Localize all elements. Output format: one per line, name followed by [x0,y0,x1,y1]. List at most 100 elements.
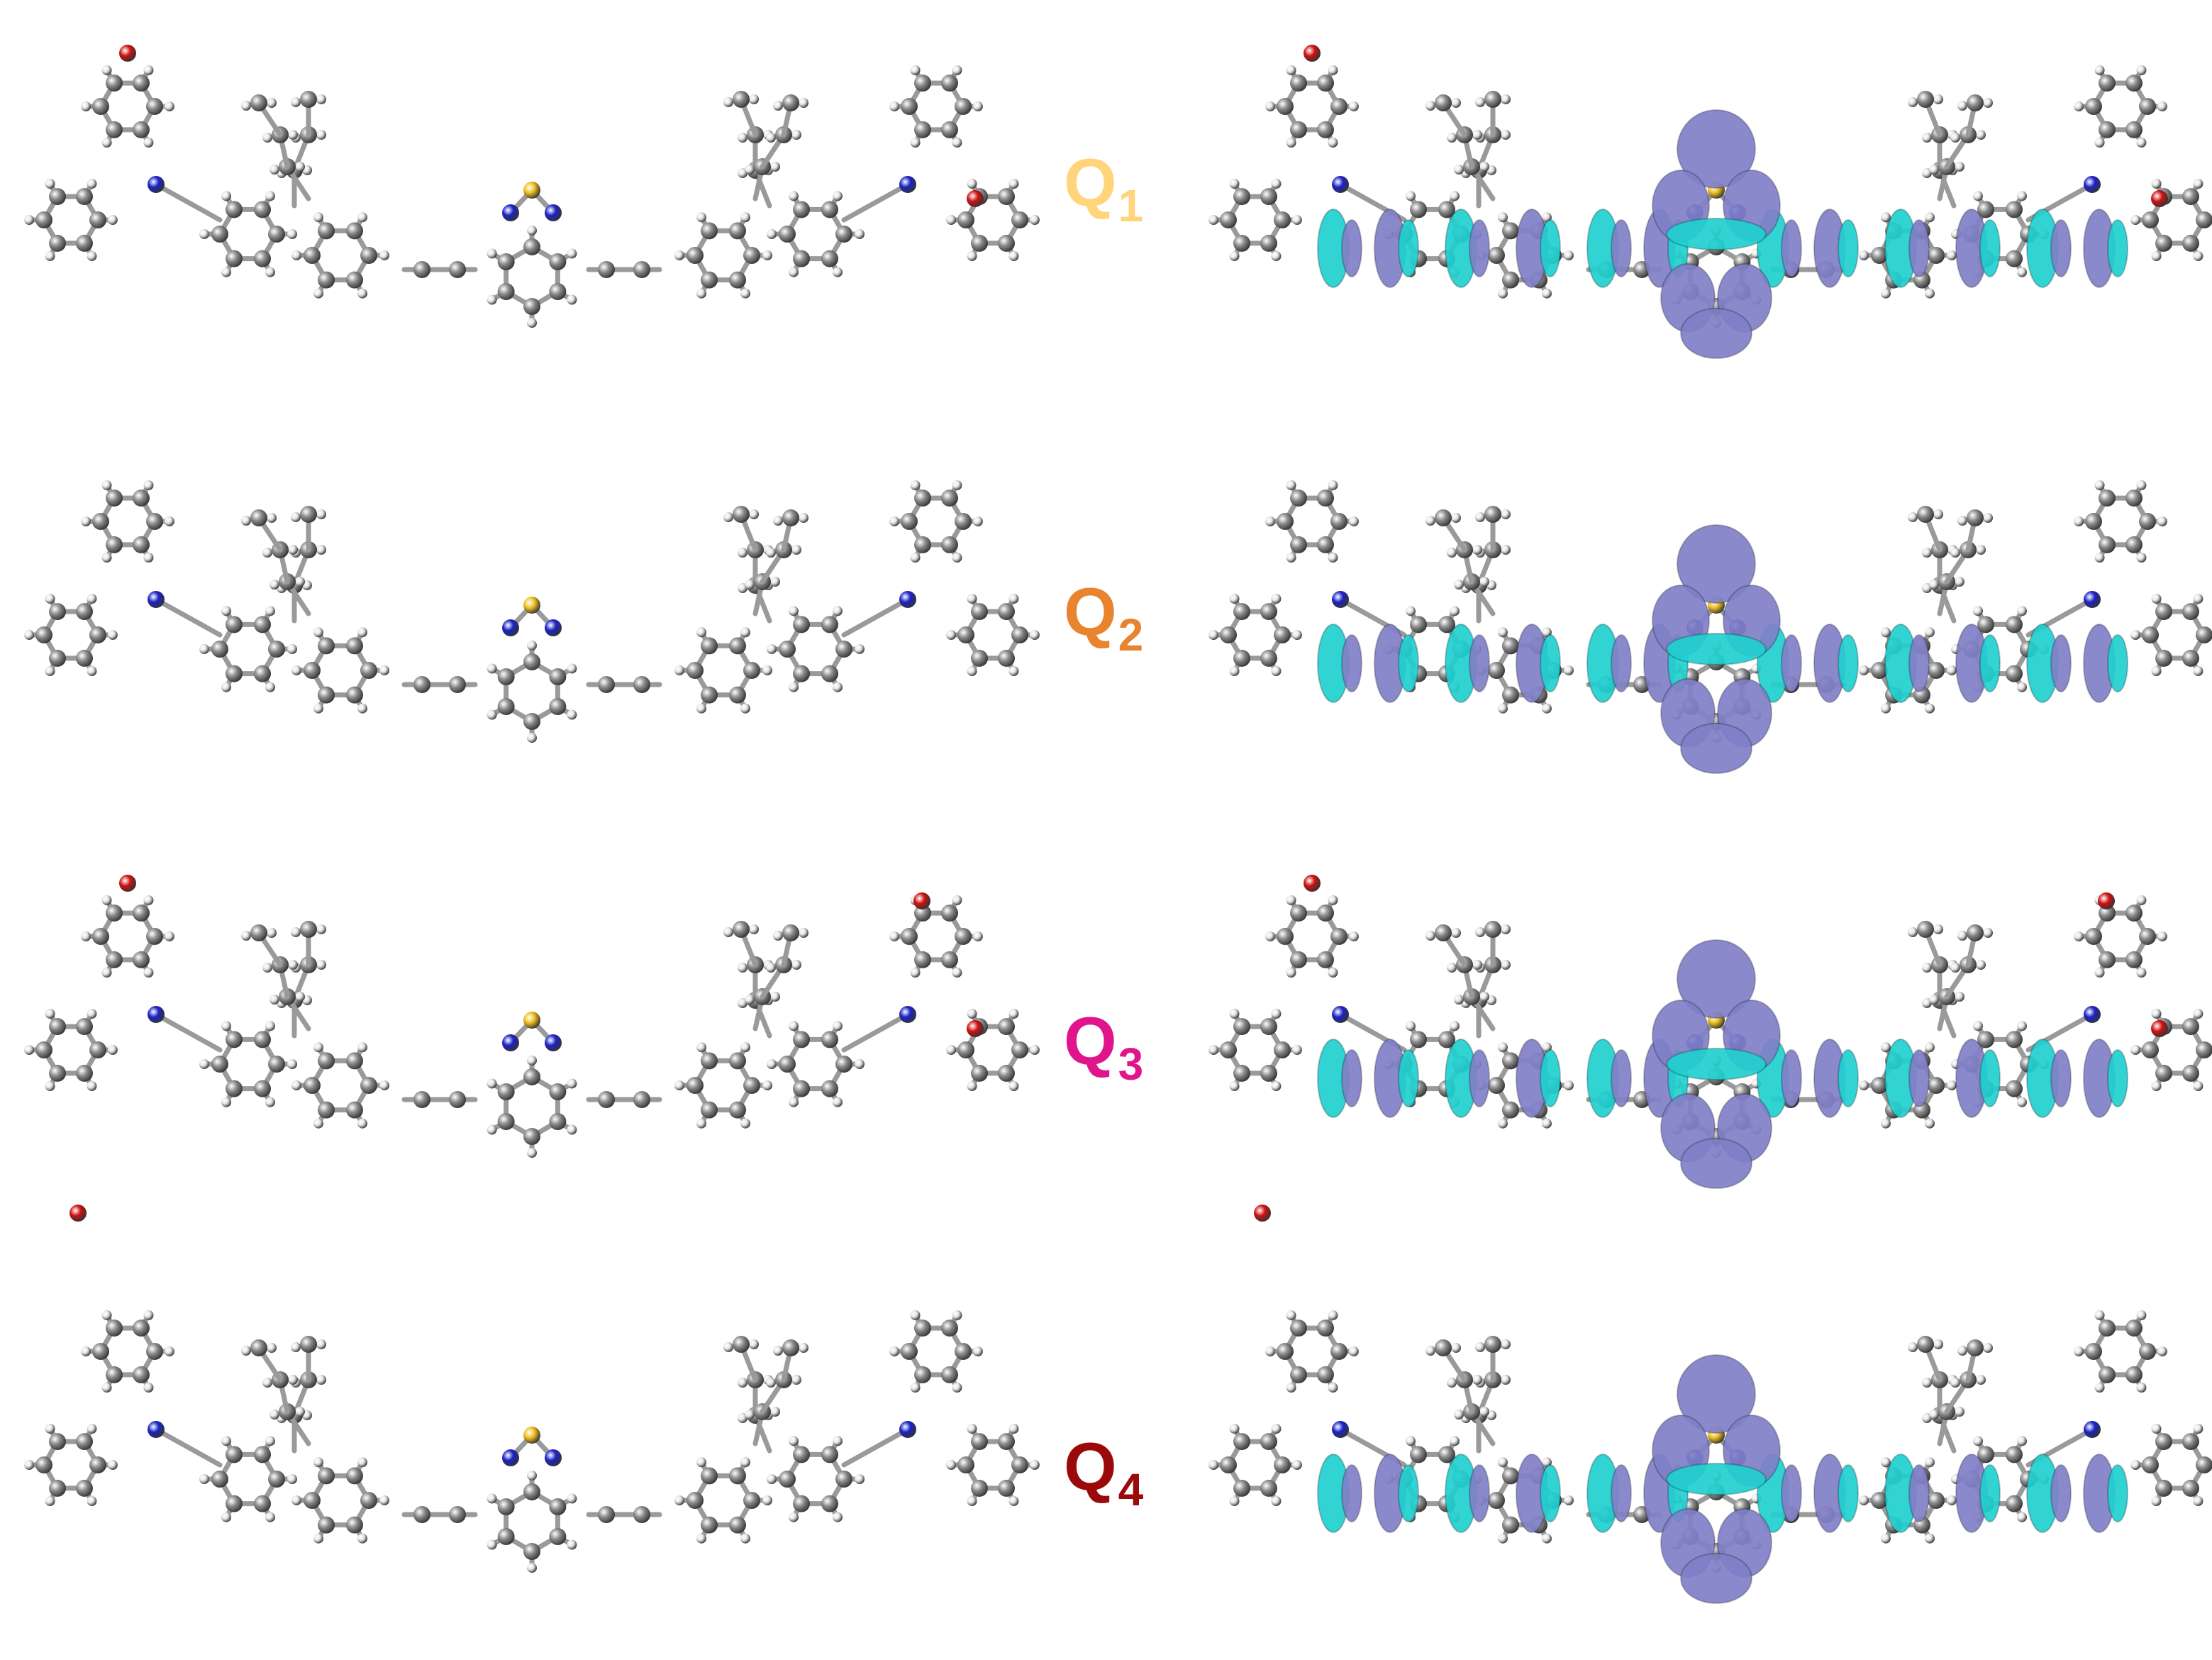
hydrogen-atom [1472,130,1482,140]
carbon-atom [226,616,243,633]
panel-label-q3: Q3 [1064,1007,1220,1088]
hydrogen-atom [1542,627,1552,638]
hydrogen-atom [199,229,209,239]
carbon-atom [1233,649,1250,667]
hydrogen-atom [527,1563,537,1573]
hydrogen-atom [87,666,97,677]
hydrogen-atom [567,1539,577,1550]
carbon-atom [2142,1041,2159,1058]
hydrogen-atom [1542,288,1552,299]
carbon-atom [106,1366,123,1383]
hydrogen-atom [1950,548,1960,558]
hydrogen-atom [357,703,367,714]
orbital-lobe [1838,634,1859,692]
hydrogen-atom [2193,1081,2203,1092]
carbon-atom [133,1319,150,1337]
carbon-atom [914,904,931,922]
carbon-atom [268,1471,285,1488]
hydrogen-atom [295,577,305,587]
carbon-atom [729,686,746,704]
hydrogen-atom [1564,250,1574,260]
hydrogen-atom [269,580,279,590]
carbon-atom [211,1056,228,1073]
hydrogen-atom [1929,1410,1939,1420]
carbon-atom [2099,951,2116,968]
hydrogen-atom [910,138,921,148]
carbon-atom [1410,616,1427,633]
carbon-atom [793,1495,810,1512]
oxygen-atom [119,875,136,892]
carbon-atom [998,603,1015,621]
hydrogen-atom [2157,101,2167,111]
hydrogen-atom [1925,1533,1935,1544]
hydrogen-atom [967,593,977,604]
hydrogen-atom [789,682,799,692]
hydrogen-atom [745,995,755,1005]
carbon-atom [971,649,988,667]
carbon-atom [89,1456,106,1473]
nitrogen-atom [148,176,165,193]
hydrogen-atom [674,665,684,675]
hydrogen-atom [889,931,900,941]
carbon-atom [106,489,123,507]
hydrogen-atom [1451,928,1461,938]
carbon-atom [1435,509,1452,526]
hydrogen-atom [1501,1339,1511,1349]
hydrogen-atom [1957,101,1967,111]
panel-row-q3: Q3 [0,830,2212,1245]
hydrogen-atom [1957,516,1967,526]
hydrogen-atom [696,1042,706,1053]
panel-row-q2: Q2 [0,415,2212,830]
hydrogen-atom [789,1436,799,1446]
carbon-atom [2182,1018,2199,1036]
carbon-atom [449,676,466,693]
carbon-atom [743,247,760,264]
carbon-atom [914,121,931,138]
orbital-lobe [1469,219,1490,277]
hydrogen-atom [1881,212,1891,223]
carbon-atom [729,271,746,289]
hydrogen-atom [2094,1310,2105,1320]
carbon-atom [146,928,163,945]
hydrogen-atom [1271,251,1282,262]
carbon-atom [2006,1080,2023,1097]
hydrogen-atom [265,267,275,277]
sulfur-atom [523,597,540,614]
nitrogen-atom [502,204,519,221]
hydrogen-atom [1008,178,1019,189]
orbital-lobe [1677,939,1756,1019]
nitrogen-atom [545,1034,562,1051]
hydrogen-atom [287,1059,297,1069]
carbon-atom [1917,1336,1934,1353]
hydrogen-atom [527,1055,537,1066]
hydrogen-atom [833,1021,843,1031]
hydrogen-atom [288,1375,298,1385]
hydrogen-atom [1475,927,1485,937]
hydrogen-atom [1229,1008,1240,1019]
carbon-atom [2155,603,2172,621]
carbon-atom [346,637,363,655]
orbital-lobe [1838,1464,1859,1522]
hydrogen-atom [1950,133,1960,143]
hydrogen-atom [265,1436,275,1446]
hydrogen-atom [791,130,801,140]
hydrogen-atom [379,1080,389,1090]
carbon-atom [76,649,93,667]
hydrogen-atom [101,480,112,490]
carbon-atom [2155,234,2172,252]
hydrogen-atom [87,1008,97,1019]
label-letter-q3: Q [1064,1003,1117,1079]
hydrogen-atom [241,101,251,111]
carbon-atom [250,1339,267,1356]
carbon-atom [49,1433,66,1451]
hydrogen-atom [1976,545,1986,555]
hydrogen-atom [1922,963,1932,973]
nitrogen-atom [502,1449,519,1466]
carbon-atom [35,626,52,643]
nitrogen-atom [899,1006,916,1023]
label-subscript-q1: 1 [1118,180,1144,231]
hydrogen-atom [1498,627,1508,638]
carbon-atom [1233,1479,1250,1497]
carbon-atom [254,665,271,682]
carbon-atom [76,188,93,206]
